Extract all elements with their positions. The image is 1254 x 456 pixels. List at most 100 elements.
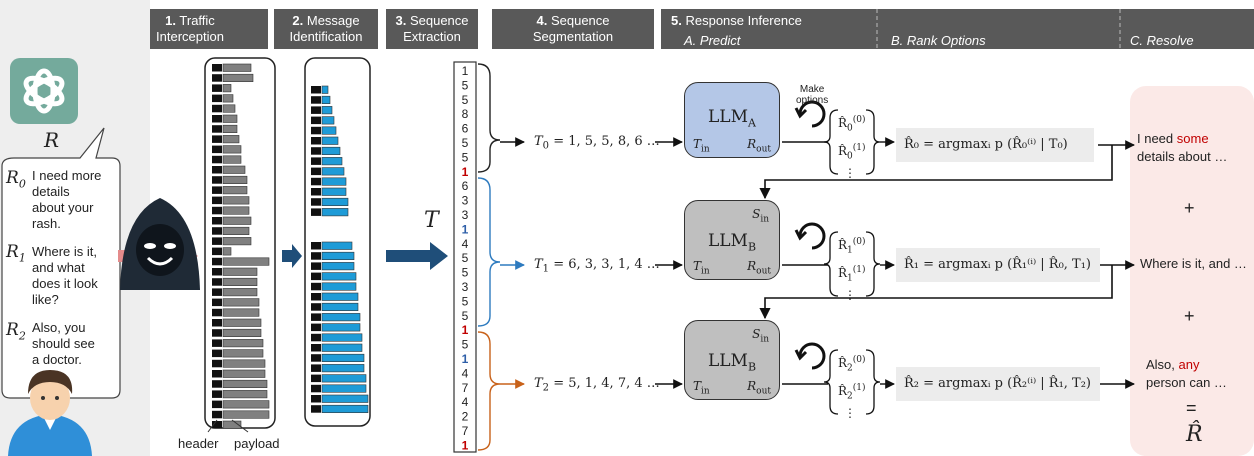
message-payload	[321, 106, 333, 115]
token-value: 6	[462, 179, 469, 193]
packet-header	[212, 339, 222, 347]
message-header	[311, 86, 321, 94]
stage-5-header: 5. Response Inference	[661, 9, 1254, 49]
packet-header	[212, 125, 222, 133]
packet-header	[212, 115, 222, 123]
token-value: 7	[462, 381, 469, 395]
message-payload	[321, 187, 347, 196]
message-header	[311, 384, 321, 393]
token-value: 3	[462, 194, 469, 208]
message-payload	[321, 364, 365, 373]
token-value: 2	[462, 410, 469, 424]
message-payload	[321, 251, 355, 260]
resolved-2: Also, any person can …	[1146, 357, 1227, 390]
packet-header	[212, 237, 222, 245]
message-header	[311, 167, 321, 176]
message-payload	[321, 208, 349, 217]
stage-3-label: Sequence	[409, 13, 469, 28]
message-header	[311, 364, 321, 372]
message-header	[311, 208, 321, 216]
stage-5-num: 5.	[671, 13, 682, 28]
token-value: 4	[462, 366, 469, 380]
openai-logo-icon	[23, 68, 65, 114]
packet-header	[212, 370, 222, 378]
message-payload	[321, 323, 361, 332]
message-header	[311, 116, 321, 125]
message-header	[311, 323, 321, 332]
message-header	[311, 282, 321, 291]
stage-2-num: 2.	[292, 13, 304, 28]
token-value: 1	[462, 323, 469, 337]
message-header	[311, 405, 321, 413]
segment-2: T2 = 5, 1, 4, 7, 4 …	[534, 376, 660, 394]
final-response: R̂	[1186, 422, 1203, 447]
packet-header	[212, 319, 222, 327]
packet-header	[212, 104, 222, 113]
llm-a-box: LLMA Tin Rout	[684, 82, 780, 158]
sequence-label: T	[424, 208, 439, 233]
stage-4-num: 4.	[536, 13, 548, 28]
stage-4-label2: Segmentation	[532, 29, 614, 44]
stage-2-label2: Identification	[289, 29, 363, 44]
packet-payload	[222, 247, 232, 256]
packet-header	[212, 288, 222, 296]
segment-brace-0	[477, 63, 501, 173]
response-0-label: R0	[6, 168, 26, 191]
resolved-panel-bg	[1130, 86, 1254, 456]
message-payload	[321, 136, 339, 145]
llm-a-name: LLMA	[708, 107, 756, 130]
stage-3-header: 3. Sequence Extraction	[386, 9, 478, 49]
message-payload	[321, 302, 359, 312]
stage-1-num: 1.	[165, 13, 177, 28]
packet-header	[212, 155, 222, 164]
token-value: 8	[462, 107, 469, 121]
options-brace-2	[823, 349, 839, 415]
stage-2-header: 2. Message Identification	[274, 9, 378, 49]
packet-header	[212, 166, 222, 174]
packet-header	[212, 390, 222, 398]
packet-payload	[222, 73, 254, 82]
packet-payload	[222, 339, 264, 348]
message-payload	[321, 384, 367, 393]
token-value: 5	[462, 338, 469, 352]
options-brace-0-r	[865, 109, 881, 175]
header-pointer	[207, 419, 218, 433]
message-payload	[321, 292, 359, 301]
message-payload	[321, 353, 365, 363]
message-payload	[321, 262, 355, 271]
packet-header	[212, 74, 222, 82]
packet-payload	[222, 298, 260, 307]
message-payload	[321, 85, 329, 94]
message-payload	[321, 177, 347, 186]
packet-payload	[222, 267, 258, 276]
feedback-1	[759, 265, 1113, 320]
packet-header	[212, 84, 222, 92]
token-value: 3	[462, 208, 469, 222]
message-header	[311, 354, 321, 362]
message-payload	[321, 157, 343, 166]
message-payload	[321, 146, 341, 155]
model-logo	[10, 58, 78, 124]
packet-header	[212, 206, 222, 215]
rank-equation-0: R̂₀ = argmaxᵢ p (R̂₀⁽ⁱ⁾ | T₀)	[896, 128, 1094, 162]
chat-bubble	[1, 127, 121, 399]
rank-equation-2: R̂₂ = argmaxᵢ p (R̂₂⁽ⁱ⁾ | R̂₁, T₂)	[896, 367, 1100, 401]
token-value: 5	[462, 150, 469, 164]
packet-header	[212, 349, 222, 358]
message-header	[311, 303, 321, 311]
message-payload	[321, 333, 363, 342]
segment-0: T0 = 1, 5, 5, 8, 6 …	[534, 134, 660, 152]
segment-1: T1 = 6, 3, 3, 1, 4 …	[534, 257, 660, 275]
packet-payload	[222, 277, 258, 287]
message-payload	[321, 272, 357, 281]
model-label: R	[44, 128, 60, 152]
packet-payload	[222, 226, 250, 235]
packet-payload	[222, 186, 248, 195]
packet-payload	[222, 63, 252, 72]
packet-header	[212, 308, 222, 317]
packet-payload	[222, 349, 264, 358]
packet-payload	[222, 379, 268, 389]
